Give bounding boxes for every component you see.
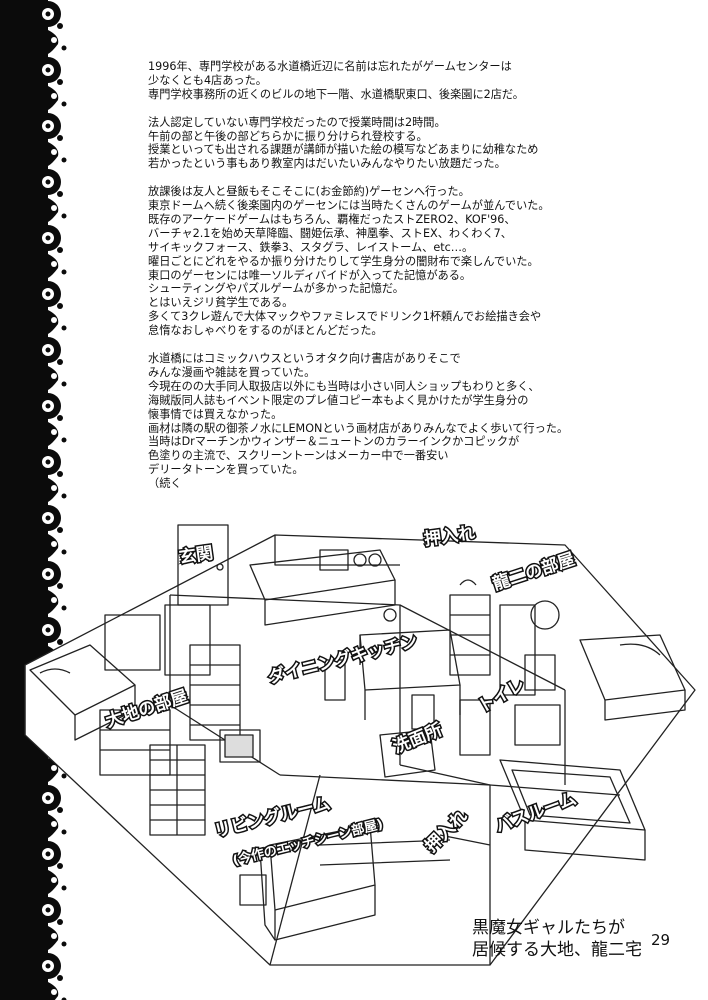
paragraph-1: 1996年、専門学校がある水道橋近辺に名前は忘れたがゲームセンターは 少なくとも…	[148, 60, 668, 102]
illustration-caption: 黒魔女ギャルたちが 居候する大地、龍二宅	[472, 917, 642, 961]
text-line: （続く	[148, 477, 182, 491]
page-number: 29	[651, 931, 671, 949]
text-line: 法人認定していない専門学校だったので授業時間は2時間。	[148, 115, 446, 129]
text-line: 東口のゲーセンには唯一ソルディバイドが入ってた記憶がある。	[148, 268, 472, 282]
text-line: バーチャ2.1を始め天草降臨、闘姫伝承、神凰拳、ストEX、わくわく7、	[148, 226, 512, 240]
paragraph-2: 法人認定していない専門学校だったので授業時間は2時間。 午前の部と午後の部どちら…	[148, 116, 668, 172]
caption-line-1: 黒魔女ギャルたちが	[472, 918, 625, 938]
essay-text: 1996年、専門学校がある水道橋近辺に名前は忘れたがゲームセンターは 少なくとも…	[148, 60, 668, 505]
text-line: 懐事情では買えなかった。	[148, 407, 283, 421]
text-line: 曜日ごとにどれをやるか振り分けたりして学生身分の闇財布で楽しんでいた。	[148, 254, 539, 268]
text-line: 午前の部と午後の部どちらかに振り分けられ登校する。	[148, 129, 428, 143]
text-line: 若かったという事もあり教室内はだいたいみんなやりたい放題だった。	[148, 157, 506, 171]
lace-pattern	[34, 0, 74, 1000]
caption-line-2: 居候する大地、龍二宅	[472, 940, 642, 960]
text-line: デリータトーンを買っていた。	[148, 463, 304, 477]
paragraph-4: 水道橋にはコミックハウスというオタク向け書店がありそこで みんな漫画や雑誌を買っ…	[148, 352, 668, 491]
text-line: 怠惰なおしゃべりをするのがほとんどだった。	[148, 324, 383, 338]
text-line: 1996年、専門学校がある水道橋近辺に名前は忘れたがゲームセンターは	[148, 60, 512, 73]
text-line: 少なくとも4店あった。	[148, 73, 267, 87]
text-line: 多くて3クレ遊んで大体マックやファミレスでドリンク1杯頼んでお絵描き会や	[148, 310, 542, 324]
text-line: 今現在のの大手同人取扱店以外にも当時は小さい同人ショップもわりと多く、	[148, 379, 540, 393]
text-line: 東京ドームへ続く後楽園内のゲーセンには当時たくさんのゲームが並んでいた。	[148, 199, 550, 213]
apartment-floorplan: 玄関 押入れ 龍二の部屋 ダイニングキッチン 大地の部屋 トイレ 洗面所 バスル…	[24, 521, 696, 966]
text-line: 放課後は友人と昼飯もそこそこに(お金節約)ゲーセンへ行った。	[148, 185, 470, 199]
text-line: 既存のアーケードゲームはもちろん、覇権だったストZERO2、KOF'96、	[148, 212, 516, 226]
text-line: 水道橋にはコミックハウスというオタク向け書店がありそこで	[148, 351, 461, 365]
text-line: みんな漫画や雑誌を買っていた。	[148, 365, 316, 379]
text-line: 画材は隣の駅の御茶ノ水にLEMONという画材店がありみんなでよく歩いて行った。	[148, 421, 569, 435]
text-line: 授業といっても出される課題が講師が描いた絵の模写などあまりに幼稚なため	[148, 143, 539, 157]
text-line: シューティングやパズルゲームが多かった記憶だ。	[148, 282, 404, 296]
room-label-entrance: 玄関	[178, 542, 215, 568]
text-line: 色塗りの主流で、スクリーントーンはメーカー中で一番安い	[148, 449, 449, 463]
text-line: サイキックフォース、鉄拳3、スタグラ、レイストーム、etc…。	[148, 240, 474, 254]
paragraph-3: 放課後は友人と昼飯もそこそこに(お金節約)ゲーセンへ行った。 東京ドームへ続く後…	[148, 185, 668, 338]
text-line: とはいえジリ貧学生である。	[148, 296, 294, 310]
text-line: 海賊版同人誌もイベント限定のプレ値コピー本もよく見かけたが学生身分の	[148, 393, 529, 407]
text-line: 専門学校事務所の近くのビルの地下一階、水道橋駅東口、後楽園に2店だ。	[148, 87, 524, 101]
text-line: 当時はDrマーチンかウィンザー＆ニュートンのカラーインクかコピックが	[148, 435, 520, 449]
